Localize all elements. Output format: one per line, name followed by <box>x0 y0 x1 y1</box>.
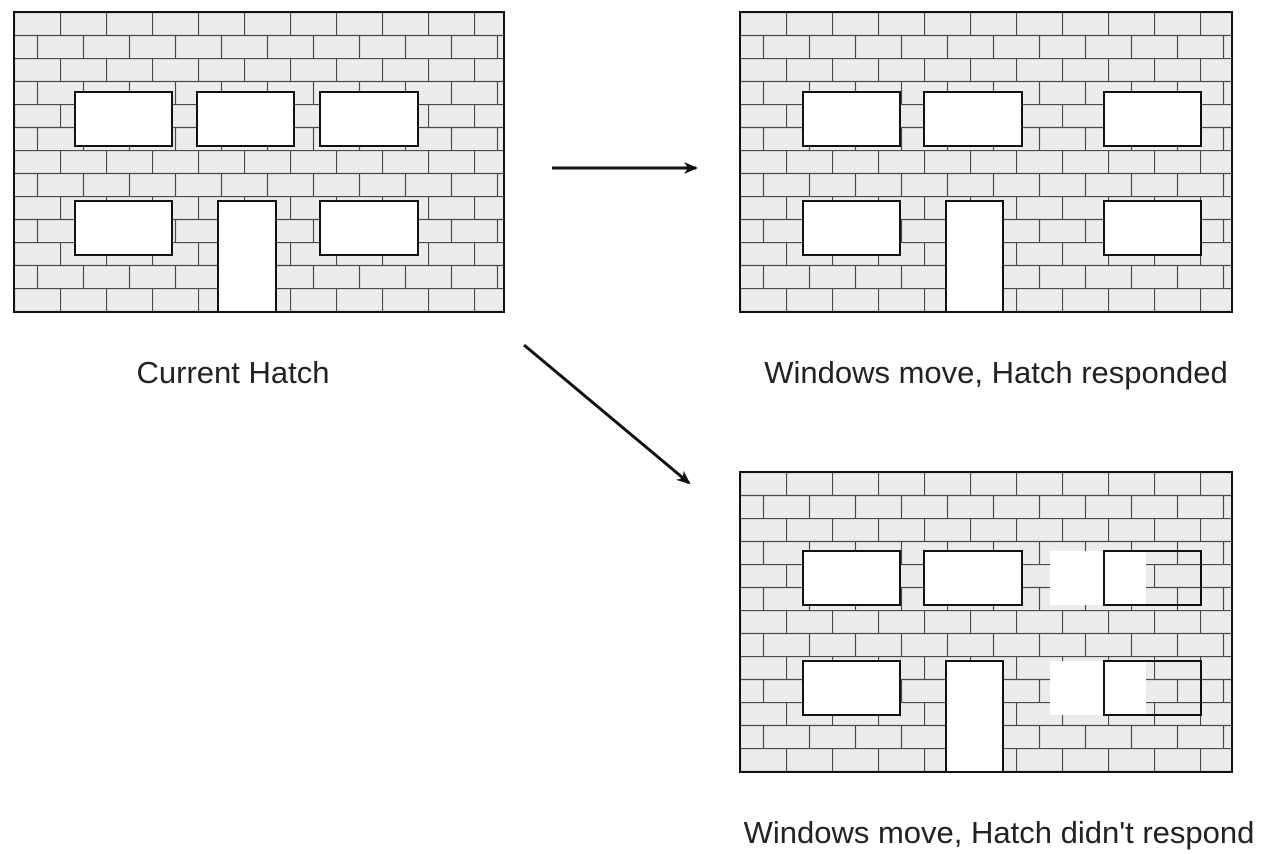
window-upper-right <box>1103 550 1202 606</box>
panel-current-hatch: Current Hatch <box>13 11 505 390</box>
window-lower-right <box>319 200 419 256</box>
window-lower-right <box>1103 660 1202 716</box>
window-lower-left <box>802 200 901 256</box>
window-upper-right <box>1103 91 1202 147</box>
window-upper-middle <box>196 91 295 147</box>
window-upper-right <box>319 91 419 147</box>
window-lower-left <box>74 200 173 256</box>
window-lower-left <box>802 660 901 716</box>
caption-current-hatch: Current Hatch <box>137 355 330 390</box>
stale-opening-upper <box>1050 551 1146 605</box>
window-upper-middle <box>923 91 1023 147</box>
caption-hatch-responded: Windows move, Hatch responded <box>764 355 1228 390</box>
window-upper-left <box>802 550 901 606</box>
door <box>217 200 277 313</box>
door <box>945 200 1004 313</box>
panel-hatch-not-responded: Windows move, Hatch didn't respond <box>739 471 1255 850</box>
window-lower-right <box>1103 200 1202 256</box>
wall-facade <box>739 471 1233 773</box>
stale-opening-lower <box>1050 661 1146 715</box>
window-upper-left <box>802 91 901 147</box>
caption-hatch-not-responded: Windows move, Hatch didn't respond <box>744 815 1255 850</box>
arrow-down-right-icon <box>523 343 691 485</box>
window-upper-middle <box>923 550 1023 606</box>
panel-hatch-responded: Windows move, Hatch responded <box>739 11 1233 390</box>
door <box>945 660 1004 773</box>
window-upper-left <box>74 91 173 147</box>
